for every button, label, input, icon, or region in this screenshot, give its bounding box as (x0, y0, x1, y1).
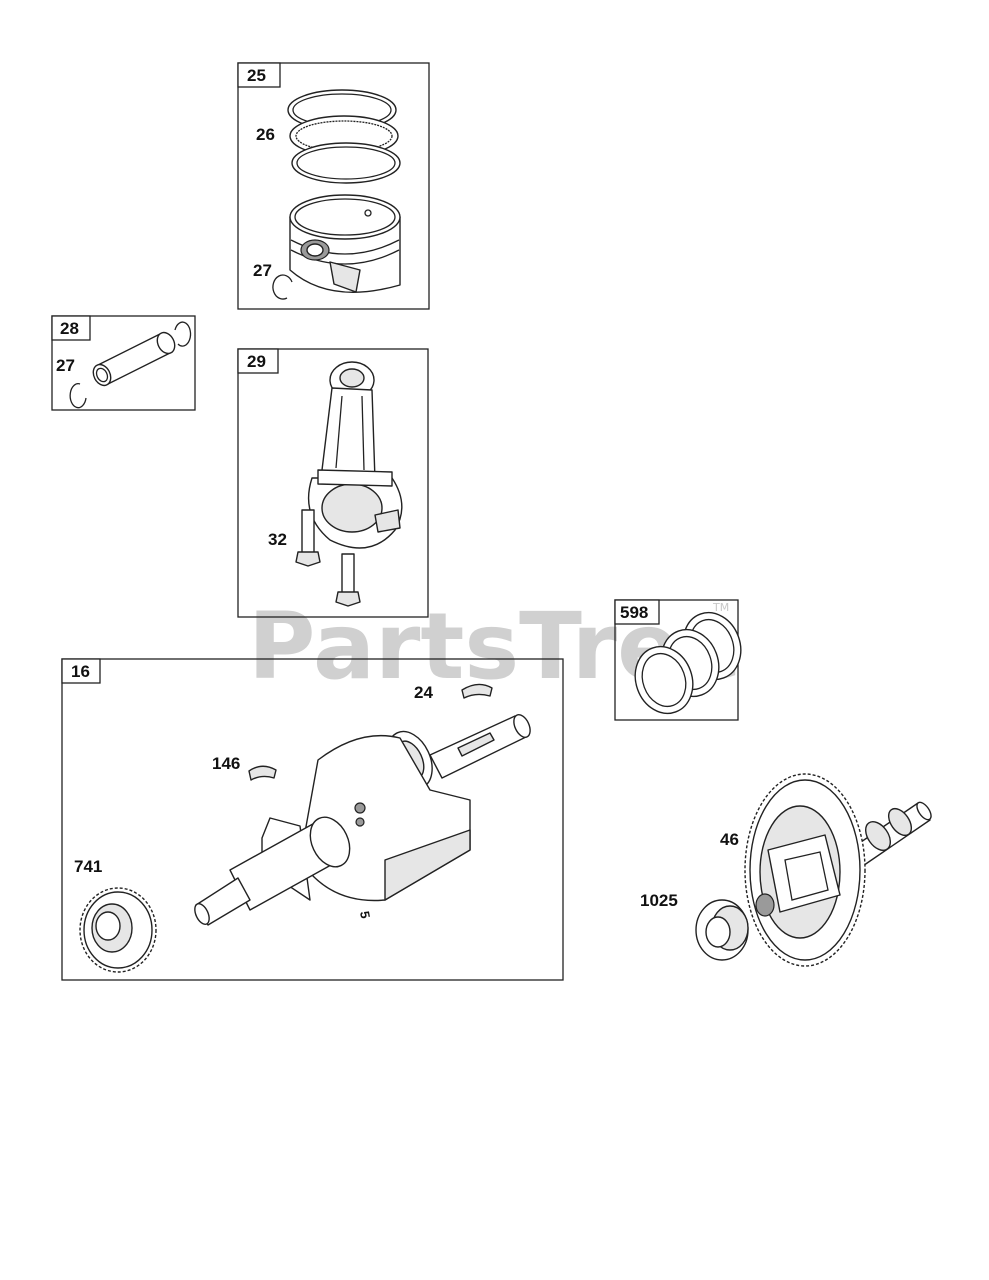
rod-bolt (295, 509, 321, 567)
group-25-piston-assembly[interactable]: 25 26 27 (237, 62, 430, 310)
crankshaft: 5 (194, 714, 531, 926)
group-598-tag-box (614, 599, 660, 625)
part-label-32[interactable]: 32 (268, 530, 287, 549)
timing-gear-741 (79, 887, 157, 973)
group-29-frame (237, 348, 429, 618)
group-16-tag-box (61, 658, 101, 684)
rod-bolt (335, 553, 361, 607)
camshaft-assembly[interactable]: 46 1025 (640, 773, 934, 967)
group-16-frame (61, 658, 564, 981)
rings-598 (634, 611, 742, 715)
part-label-26[interactable]: 26 (256, 125, 275, 144)
watermark-trademark: TM (712, 601, 729, 614)
group-29-connecting-rod[interactable]: 29 32 (237, 348, 429, 618)
part-label-27-a[interactable]: 27 (253, 261, 272, 280)
clip-icon (174, 321, 192, 347)
part-label-24[interactable]: 24 (414, 683, 433, 702)
group-25-tag: 25 (247, 66, 266, 85)
snap-ring-icon (272, 274, 293, 300)
group-28-frame (51, 315, 196, 411)
group-598-tag: 598 (620, 603, 648, 622)
washer-1025 (695, 899, 749, 961)
group-28-tag-box (51, 315, 91, 341)
group-16-crankshaft-assembly[interactable]: 16 5 (61, 658, 564, 981)
part-label-46[interactable]: 46 (720, 830, 739, 849)
clip-icon (69, 383, 87, 409)
part-label-27-b[interactable]: 27 (56, 356, 75, 375)
group-29-tag-box (237, 348, 279, 374)
group-25-frame (237, 62, 430, 310)
part-label-741[interactable]: 741 (74, 857, 102, 876)
piston-pin (92, 331, 176, 387)
group-29-tag: 29 (247, 352, 266, 371)
cam-gear-46 (744, 773, 866, 967)
part-label-146[interactable]: 146 (212, 754, 240, 773)
group-16-tag: 16 (71, 662, 90, 681)
group-25-tag-box (237, 62, 281, 88)
piston (289, 194, 401, 293)
part-label-1025[interactable]: 1025 (640, 891, 678, 910)
group-598-ring-set[interactable]: 598 (614, 599, 750, 722)
group-28-tag: 28 (60, 319, 79, 338)
woodruff-key (461, 683, 493, 699)
crankshaft-mark: 5 (357, 910, 373, 920)
woodruff-key (248, 765, 277, 781)
group-28-piston-pin[interactable]: 28 27 (51, 315, 196, 411)
connecting-rod (307, 361, 403, 549)
piston-rings (287, 89, 401, 184)
